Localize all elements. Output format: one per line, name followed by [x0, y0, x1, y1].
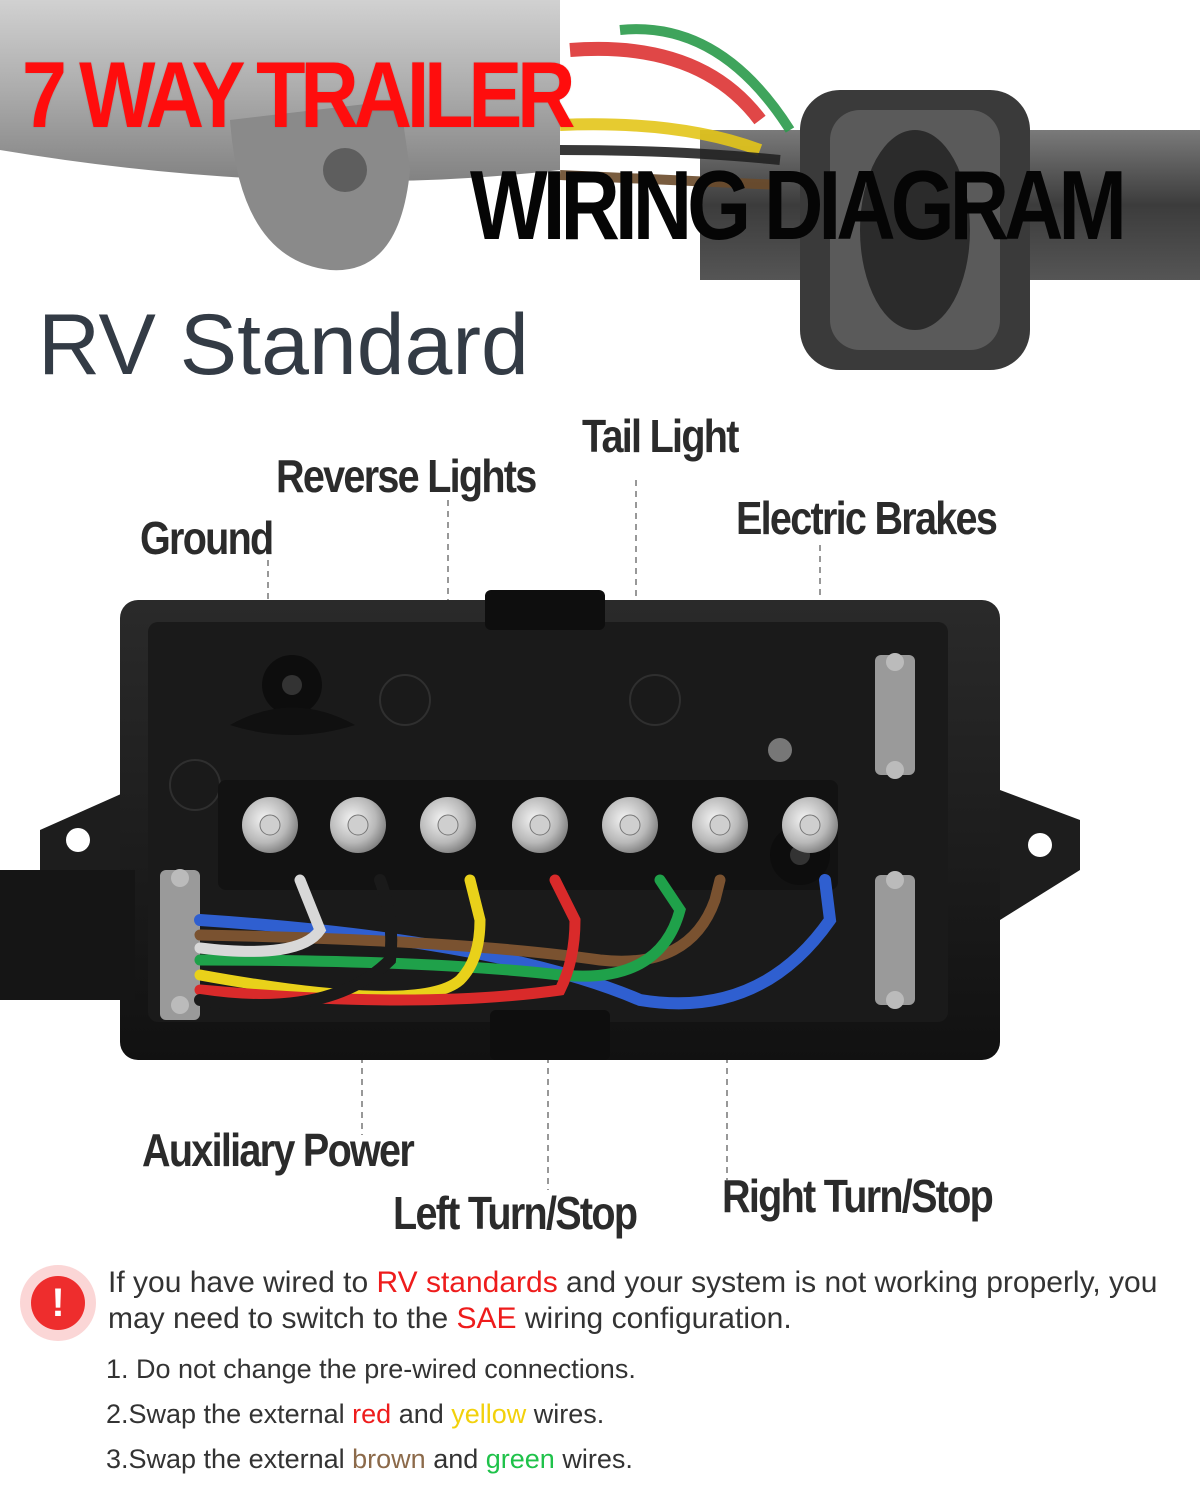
terminal-studs [242, 797, 838, 853]
terminal-stud-icon [330, 797, 386, 853]
terminal-stud-icon [692, 797, 748, 853]
wire-bundle [194, 874, 837, 1011]
label-left-turn-stop: Left Turn/Stop [393, 1187, 638, 1239]
step-color-yellow: yellow [451, 1399, 527, 1429]
note-rv-standards: RV standards [376, 1266, 558, 1299]
step-text: 3.Swap the external [106, 1444, 353, 1474]
terminal-stud-icon [602, 797, 658, 853]
subtitle-rv-standard: RV Standard [38, 297, 529, 393]
label-tail-light: Tail Light [582, 410, 739, 462]
terminal-stud-icon [420, 797, 476, 853]
step-2: 2.Swap the external red and yellow wires… [106, 1397, 604, 1431]
note-text: If you have wired to [108, 1266, 377, 1299]
warning-icon: ! [31, 1276, 85, 1330]
step-1: 1. Do not change the pre-wired connectio… [106, 1354, 636, 1384]
step-color-red: red [352, 1399, 392, 1429]
terminal-stud-icon [242, 797, 298, 853]
note-text: wiring configuration. [516, 1302, 792, 1335]
title-line-2: WIRING DIAGRAM [470, 150, 1127, 260]
screw-icon [768, 738, 792, 762]
label-reverse-lights: Reverse Lights [276, 450, 537, 502]
step-color-green: green [485, 1444, 555, 1474]
terminal-stud-icon [782, 797, 838, 853]
step-3: 3.Swap the external brown and green wire… [106, 1442, 633, 1476]
step-text: wires. [526, 1399, 605, 1429]
step-text: and [425, 1444, 486, 1474]
step-color-brown: brown [352, 1444, 426, 1474]
header-cable-illustration [0, 0, 1200, 370]
label-auxiliary-power: Auxiliary Power [142, 1124, 415, 1176]
terminal-stud-icon [512, 797, 568, 853]
label-ground: Ground [140, 512, 274, 564]
step-text: and [391, 1399, 452, 1429]
warning-note: If you have wired to RV standards and yo… [108, 1265, 1198, 1337]
label-right-turn-stop: Right Turn/Stop [722, 1170, 994, 1222]
cable-clamp-icon [160, 870, 200, 1020]
step-text: 2.Swap the external [106, 1399, 353, 1429]
note-text: and your system is not working properly,… [108, 1266, 1158, 1335]
note-sae: SAE [456, 1302, 517, 1335]
label-electric-brakes: Electric Brakes [736, 492, 998, 544]
title-line-1: 7 WAY TRAILER [22, 42, 576, 147]
step-text: wires. [554, 1444, 633, 1474]
junction-box-diagram [0, 480, 1080, 1190]
